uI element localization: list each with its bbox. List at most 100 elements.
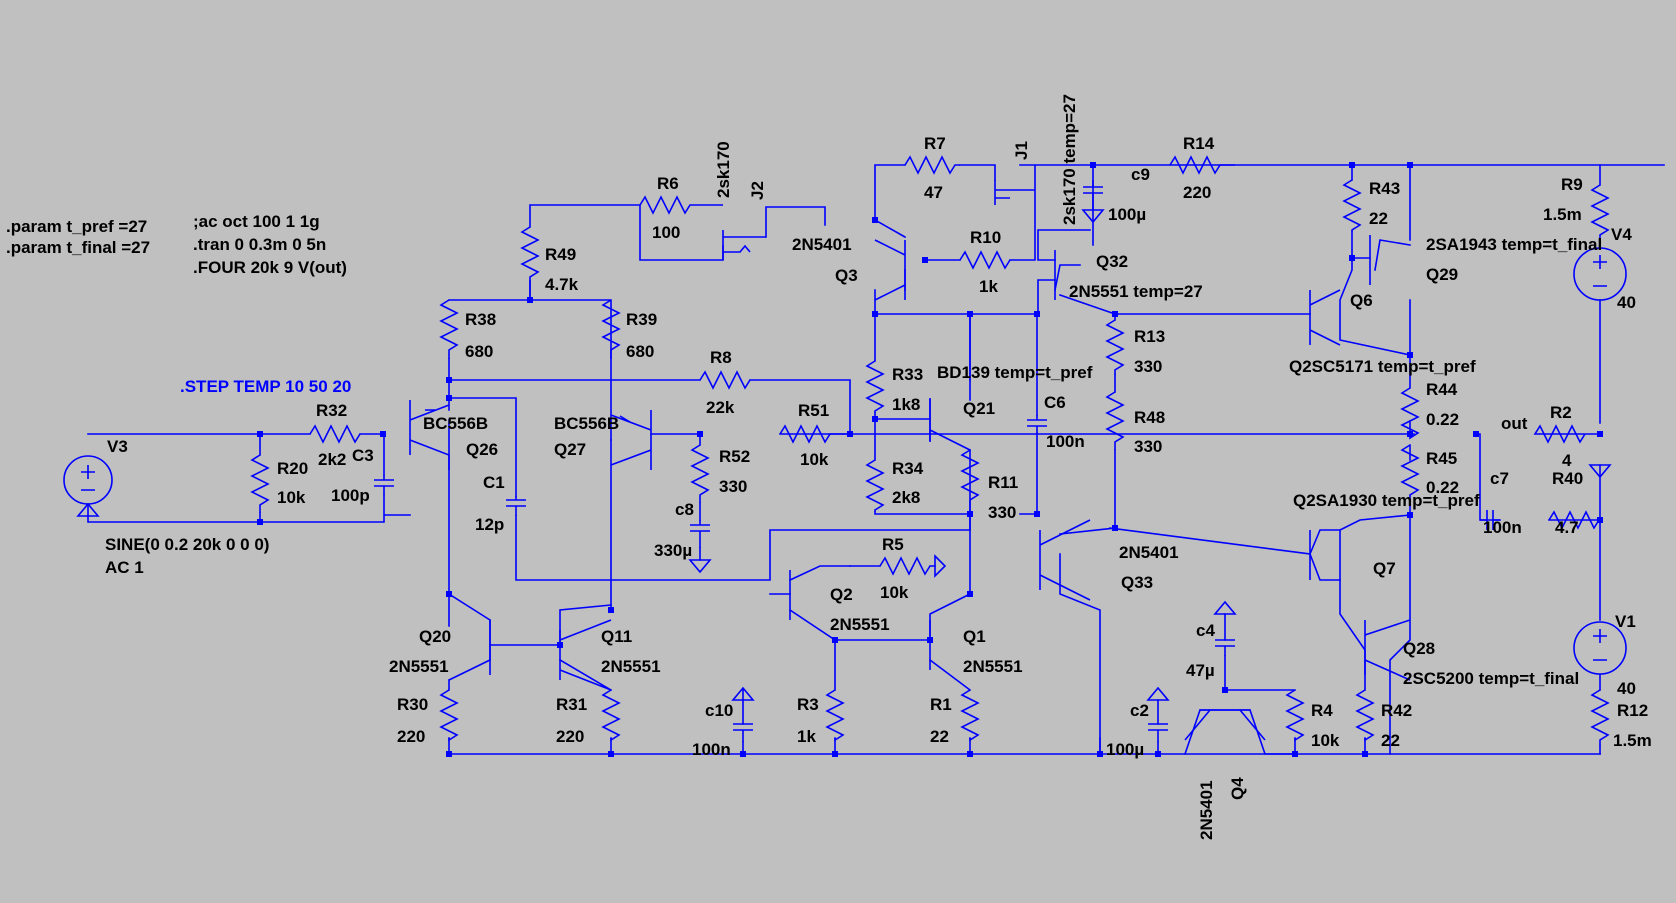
r6-name: R6 [657, 174, 679, 193]
step-directive: .STEP TEMP 10 50 20 [180, 377, 351, 396]
q7-name: Q7 [1373, 559, 1396, 578]
q26-name: Q26 [466, 440, 498, 459]
r7-symbol [904, 155, 960, 175]
r32-symbol [309, 424, 361, 444]
r52-symbol [690, 444, 710, 503]
q33-model: 2N5401 [1119, 543, 1179, 562]
q29-name: Q29 [1426, 265, 1458, 284]
q4-symbol [1184, 709, 1266, 741]
q28-model: 2SC5200 temp=t_final [1403, 669, 1579, 688]
c8-symbol [690, 520, 710, 548]
j2-symbol [722, 230, 766, 260]
q11-model: 2N5551 [601, 657, 661, 676]
r48-name: R48 [1134, 408, 1165, 427]
r42-symbol [1355, 689, 1375, 742]
q33-name: Q33 [1121, 573, 1153, 592]
transistor-symbols [409, 235, 1411, 741]
v3-symbol [63, 455, 113, 505]
r5-symbol [879, 556, 931, 576]
q1-name: Q1 [963, 627, 986, 646]
voltage-sources [63, 247, 1627, 675]
r51-value: 10k [800, 450, 829, 469]
r34-symbol [865, 459, 885, 512]
r14-name: R14 [1183, 134, 1215, 153]
c1-name: C1 [483, 473, 505, 492]
q4-model: 2N5401 [1197, 780, 1216, 840]
source-labels: V3 SINE(0 0.2 20k 0 0 0) AC 1 V4 40 V1 4… [105, 225, 1636, 698]
r11-symbol [960, 449, 980, 514]
c9-value: 100µ [1108, 205, 1146, 224]
r31-value: 220 [556, 727, 584, 746]
q6-symbol [1309, 289, 1341, 346]
r20-symbol [250, 454, 270, 513]
r39-name: R39 [626, 310, 657, 329]
param-tpref: .param t_pref =27 [6, 217, 147, 236]
r33-value: 1k8 [892, 395, 920, 414]
r20-value: 10k [277, 488, 306, 507]
r2-name: R2 [1550, 403, 1572, 422]
r43-symbol [1342, 179, 1362, 232]
ac-directive: ;ac oct 100 1 1g [193, 212, 320, 231]
q2-model: 2N5551 [830, 615, 890, 634]
q20-model: 2N5551 [389, 657, 449, 676]
r5-value: 10k [880, 583, 909, 602]
capacitor-labels: C3 100p C1 12p c8 330µ c9 100µ C6 100n c… [331, 165, 1522, 759]
r10-value: 1k [979, 277, 998, 296]
c8-value: 330µ [654, 541, 692, 560]
j1-model: 2sk170 temp=27 [1060, 94, 1079, 225]
q6-model: Q2SC5171 temp=t_pref [1289, 357, 1476, 376]
q33-symbol [1039, 519, 1091, 601]
q3-symbol [874, 239, 906, 301]
r6-value: 100 [652, 223, 680, 242]
q27-symbol [610, 410, 652, 470]
q11-name: Q11 [601, 627, 632, 646]
r52-name: R52 [719, 447, 750, 466]
c2-ground-icon [1146, 686, 1170, 701]
r40-name: R40 [1552, 469, 1583, 488]
c10-value: 100n [692, 740, 731, 759]
r10-symbol [959, 250, 1011, 270]
r38-name: R38 [465, 310, 496, 329]
r49-symbol [520, 226, 540, 281]
r7-value: 47 [924, 183, 943, 202]
r42-value: 22 [1381, 731, 1400, 750]
q3-name: Q3 [835, 266, 858, 285]
r13-symbol [1105, 319, 1125, 375]
c10-name: c10 [705, 701, 733, 720]
v3-label: V3 [107, 437, 128, 456]
directive-text: .param t_pref =27 .param t_final =27 ;ac… [6, 212, 351, 396]
c6-symbol [1027, 415, 1047, 433]
q32-name: Q32 [1096, 252, 1128, 271]
q3-model: 2N5401 [792, 235, 852, 254]
r45-symbol [1400, 444, 1420, 500]
j1-symbol [994, 180, 1035, 205]
r8-name: R8 [710, 348, 732, 367]
r11-value: 330 [988, 503, 1016, 522]
r51-name: R51 [798, 401, 829, 420]
r40-value: 4.7 [1555, 518, 1579, 537]
c4-value: 47µ [1186, 661, 1215, 680]
tran-directive: .tran 0 0.3m 0 5n [193, 235, 326, 254]
r9-name: R9 [1561, 175, 1583, 194]
capacitor-symbols [374, 180, 1500, 742]
v4-label: V4 [1611, 225, 1632, 244]
q21-name: Q21 [963, 399, 995, 418]
v1-label: V1 [1615, 612, 1636, 631]
q32-model: 2N5551 temp=27 [1069, 282, 1203, 301]
v4-symbol [1573, 247, 1627, 301]
r48-value: 330 [1134, 437, 1162, 456]
r12-symbol [1590, 689, 1610, 746]
c3-symbol [374, 475, 394, 495]
r42-name: R42 [1381, 701, 1412, 720]
q27-name: Q27 [554, 440, 586, 459]
c9-ground-icon [1081, 209, 1105, 224]
r20-name: R20 [277, 459, 308, 478]
r1-symbol [960, 689, 980, 742]
c3-name: C3 [352, 446, 374, 465]
r30-value: 220 [397, 727, 425, 746]
c2-symbol [1148, 723, 1168, 742]
c7-value: 100n [1483, 518, 1522, 537]
j2-name: J2 [748, 181, 767, 200]
r39-value: 680 [626, 342, 654, 361]
